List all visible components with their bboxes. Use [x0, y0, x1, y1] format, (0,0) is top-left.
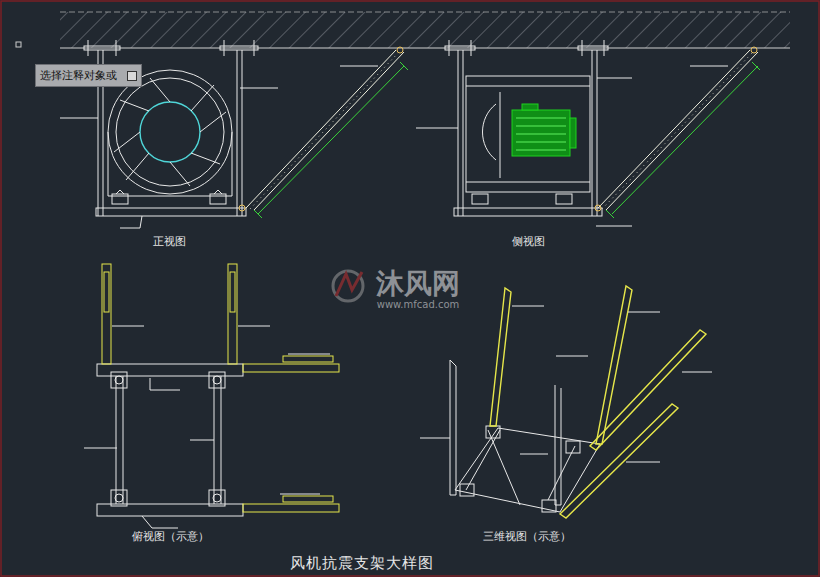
watermark-url: www.mfcad.com — [377, 299, 460, 311]
isometric-view — [420, 286, 712, 518]
watermark: 沐风网 — [376, 267, 460, 301]
side-view — [416, 40, 760, 226]
ceiling-slab — [60, 12, 790, 48]
tooltip-box: 选择注释对象或 — [35, 64, 142, 87]
drawing-title: 风机抗震支架大样图 — [290, 554, 434, 572]
view-title: 正视图 — [153, 235, 186, 248]
expand-icon — [127, 71, 137, 81]
tooltip-text: 选择注释对象或 — [40, 69, 117, 82]
view-title: 侧视图 — [512, 235, 545, 248]
top-view — [84, 264, 339, 528]
view-title: 三维视图（示意） — [483, 530, 571, 543]
watermark-logo — [333, 271, 363, 301]
view-title: 俯视图（示意） — [132, 530, 209, 543]
marker — [16, 42, 21, 47]
